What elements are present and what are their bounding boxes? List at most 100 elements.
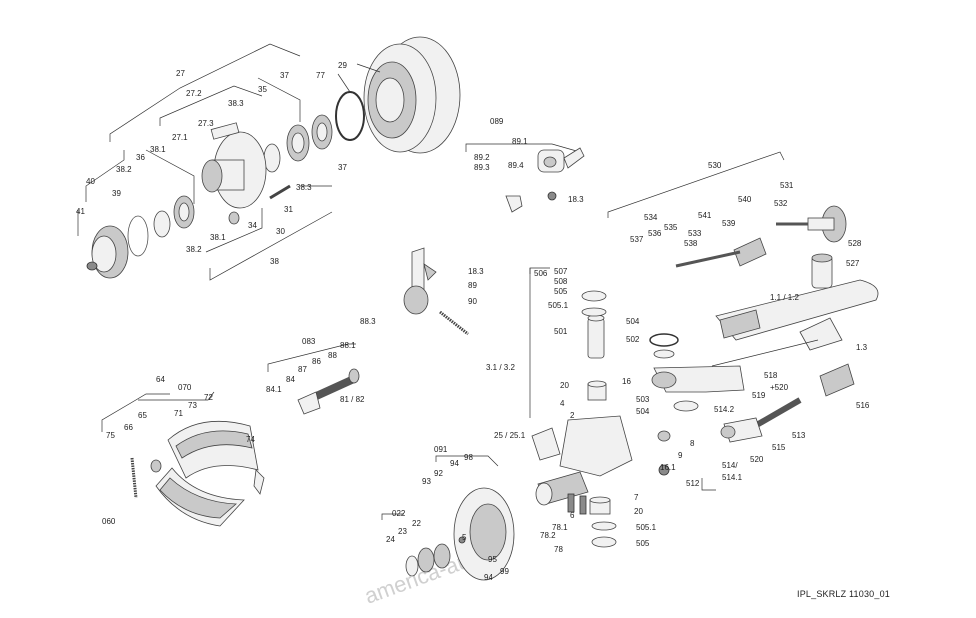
label-41: 41 bbox=[76, 207, 85, 216]
label-508: 508 bbox=[554, 277, 568, 286]
label-27: 27 bbox=[176, 69, 185, 78]
label-083: 083 bbox=[302, 337, 316, 346]
label-65: 65 bbox=[138, 411, 147, 420]
label-38-3-upper: 38.3 bbox=[228, 99, 244, 108]
label-503: 503 bbox=[636, 395, 650, 404]
drawing-reference: IPL_SKRLZ 11030_01 bbox=[797, 589, 890, 599]
label-88: 88 bbox=[328, 351, 337, 360]
label-38-1-upper: 38.1 bbox=[150, 145, 166, 154]
label-5: 5 bbox=[462, 533, 467, 542]
label-81-82: 81 / 82 bbox=[340, 395, 365, 404]
spring-75 bbox=[130, 457, 138, 499]
label-89-2: 89.2 bbox=[474, 153, 490, 162]
dust-shield-091 bbox=[453, 487, 515, 581]
label-514: 514/ bbox=[722, 461, 738, 470]
bushing-20-top bbox=[587, 380, 607, 401]
label-515: 515 bbox=[772, 443, 786, 452]
label-070: 070 bbox=[178, 383, 192, 392]
label-39: 39 bbox=[112, 189, 121, 198]
label-22: 22 bbox=[412, 519, 421, 528]
label-36: 36 bbox=[136, 153, 145, 162]
label-1-3: 1.3 bbox=[856, 343, 868, 352]
label-516: 516 bbox=[856, 401, 870, 410]
label-530: 530 bbox=[708, 161, 722, 170]
label-1-1-1-2: 1.1 / 1.2 bbox=[770, 293, 799, 302]
brake-drum bbox=[363, 36, 461, 154]
label-38-1-lower: 38.1 bbox=[210, 233, 226, 242]
label-38-2-lower: 38.2 bbox=[186, 245, 202, 254]
label-8: 8 bbox=[690, 439, 695, 448]
ring-38-3 bbox=[263, 143, 281, 173]
label-535: 535 bbox=[664, 223, 678, 232]
label-27-3-sticker bbox=[210, 122, 240, 140]
label-89: 89 bbox=[468, 281, 477, 290]
label-514-2: 514.2 bbox=[714, 405, 735, 414]
ring-504-top bbox=[649, 333, 679, 347]
label-95: 95 bbox=[488, 555, 497, 564]
label-528: 528 bbox=[848, 239, 862, 248]
label-87: 87 bbox=[298, 365, 307, 374]
label-88-3: 88.3 bbox=[360, 317, 376, 326]
label-16-1: 16.1 bbox=[660, 463, 676, 472]
label-27-2: 27.2 bbox=[186, 89, 202, 98]
label-532: 532 bbox=[774, 199, 788, 208]
label-98: 98 bbox=[464, 453, 473, 462]
brake-shoe-upper bbox=[167, 420, 259, 479]
label-540: 540 bbox=[738, 195, 752, 204]
label-89-3: 89.3 bbox=[474, 163, 490, 172]
label-539: 539 bbox=[722, 219, 736, 228]
cap-505-top bbox=[581, 290, 607, 302]
label-30: 30 bbox=[276, 227, 285, 236]
label-18-3-upper: 18.3 bbox=[568, 195, 584, 204]
label-7: 7 bbox=[634, 493, 639, 502]
label-71: 71 bbox=[174, 409, 183, 418]
label-505-lower: 505 bbox=[636, 539, 650, 548]
bearing-23 bbox=[417, 547, 435, 573]
label-86: 86 bbox=[312, 357, 321, 366]
label-022: 022 bbox=[392, 509, 406, 518]
axle-beam bbox=[715, 279, 879, 351]
label-091: 091 bbox=[434, 445, 448, 454]
stud-34 bbox=[228, 211, 240, 225]
bearing-35 bbox=[286, 124, 310, 162]
label-90: 90 bbox=[468, 297, 477, 306]
label-20-top: 20 bbox=[560, 381, 569, 390]
label-534: 534 bbox=[644, 213, 658, 222]
label-520: 520 bbox=[750, 455, 764, 464]
part-labels: 27 27.2 27.3 27.1 29 77 37 35 38.3 36 38… bbox=[76, 61, 870, 582]
bolt-78 bbox=[567, 493, 587, 515]
label-501: 501 bbox=[554, 327, 568, 336]
label-23: 23 bbox=[398, 527, 407, 536]
label-37-upper: 37 bbox=[280, 71, 289, 80]
bushing-20-lower bbox=[589, 496, 611, 515]
bearing-38-1 bbox=[173, 195, 195, 229]
label-99: 99 bbox=[500, 567, 509, 576]
bracket-527 bbox=[811, 253, 833, 289]
label-060: 060 bbox=[102, 517, 116, 526]
steering-knuckle bbox=[535, 415, 633, 506]
seal-505-1-lower bbox=[591, 521, 617, 531]
label-84-1: 84.1 bbox=[266, 385, 282, 394]
label-35: 35 bbox=[258, 85, 267, 94]
label-74: 74 bbox=[246, 435, 255, 444]
label-40: 40 bbox=[86, 177, 95, 186]
label-9: 9 bbox=[678, 451, 683, 460]
wheel-hub bbox=[201, 131, 267, 209]
label-533: 533 bbox=[688, 229, 702, 238]
label-504-lower: 504 bbox=[636, 407, 650, 416]
king-pin-501 bbox=[587, 314, 605, 359]
ring-502 bbox=[653, 349, 675, 359]
ring-504-lower bbox=[673, 400, 699, 412]
label-513: 513 bbox=[792, 431, 806, 440]
label-73: 73 bbox=[188, 401, 197, 410]
label-536: 536 bbox=[648, 229, 662, 238]
seal-24 bbox=[405, 555, 419, 577]
label-27-3: 27.3 bbox=[198, 119, 214, 128]
label-25-25-1: 25 / 25.1 bbox=[494, 431, 526, 440]
label-94-lower: 94 bbox=[484, 573, 493, 582]
label-66: 66 bbox=[124, 423, 133, 432]
tie-rod-end-515 bbox=[720, 417, 763, 443]
label-27-1: 27.1 bbox=[172, 133, 188, 142]
